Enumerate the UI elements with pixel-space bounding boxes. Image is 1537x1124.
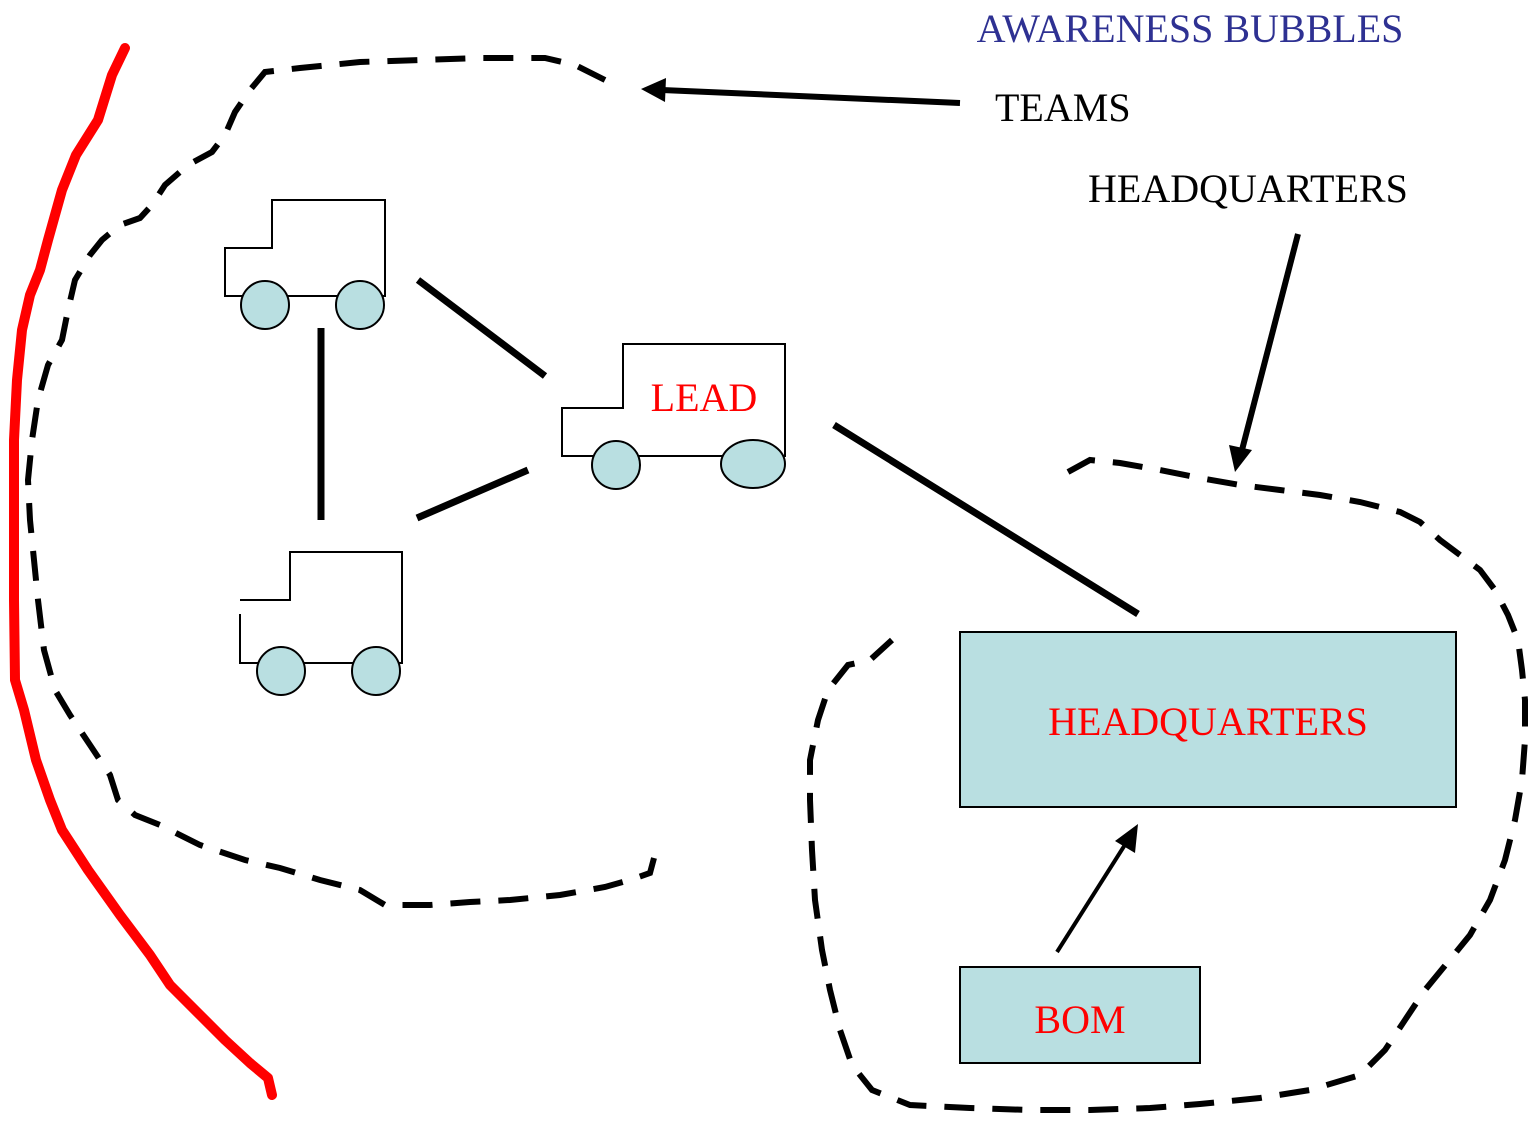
headquarters-awareness-bubble: [807, 456, 1528, 1113]
teams-awareness-bubble: [24, 55, 657, 908]
headquarters-box: [959, 631, 1457, 808]
wheel: [240, 280, 290, 330]
arrow-head: [1229, 445, 1252, 472]
diagram-title: AWARENESS BUBBLES: [977, 6, 1404, 51]
wheel: [256, 646, 306, 696]
link-lead-headquarters: [832, 422, 1140, 617]
wheel: [335, 280, 385, 330]
bom-box: [959, 966, 1201, 1064]
bom-to-headquarters-arrow: [1055, 824, 1138, 954]
team-vehicle-2: [239, 551, 403, 696]
headquarters-pointer-arrow: [1229, 233, 1301, 472]
arrow-shaft: [1239, 233, 1301, 451]
vehicle-body: [224, 199, 386, 297]
wheel: [351, 646, 401, 696]
vehicle-body: [561, 343, 786, 457]
headquarters-node: HEADQUARTERS: [959, 631, 1457, 808]
wheel: [591, 440, 641, 490]
lead-label: LEAD: [651, 375, 758, 420]
wheel: [720, 439, 786, 489]
bom-node: BOM: [959, 966, 1201, 1064]
arrow-head: [1115, 824, 1138, 853]
bom-label: BOM: [1034, 997, 1125, 1042]
link-team1-lead: [415, 277, 548, 379]
headquarters-pointer-label: HEADQUARTERS: [1088, 166, 1408, 211]
teams-label: TEAMS: [995, 85, 1131, 130]
team-vehicle-1: [224, 199, 386, 330]
arrow-shaft: [1055, 838, 1130, 954]
teams-pointer-arrow: [641, 78, 961, 106]
red-boundary-line: [9, 43, 277, 1100]
vehicle-body: [239, 551, 403, 664]
lead-vehicle: LEAD: [561, 343, 786, 490]
arrow-head: [641, 78, 666, 102]
arrow-shaft: [661, 87, 961, 106]
headquarters-box-label: HEADQUARTERS: [1048, 699, 1368, 744]
link-team2-lead: [415, 466, 530, 522]
